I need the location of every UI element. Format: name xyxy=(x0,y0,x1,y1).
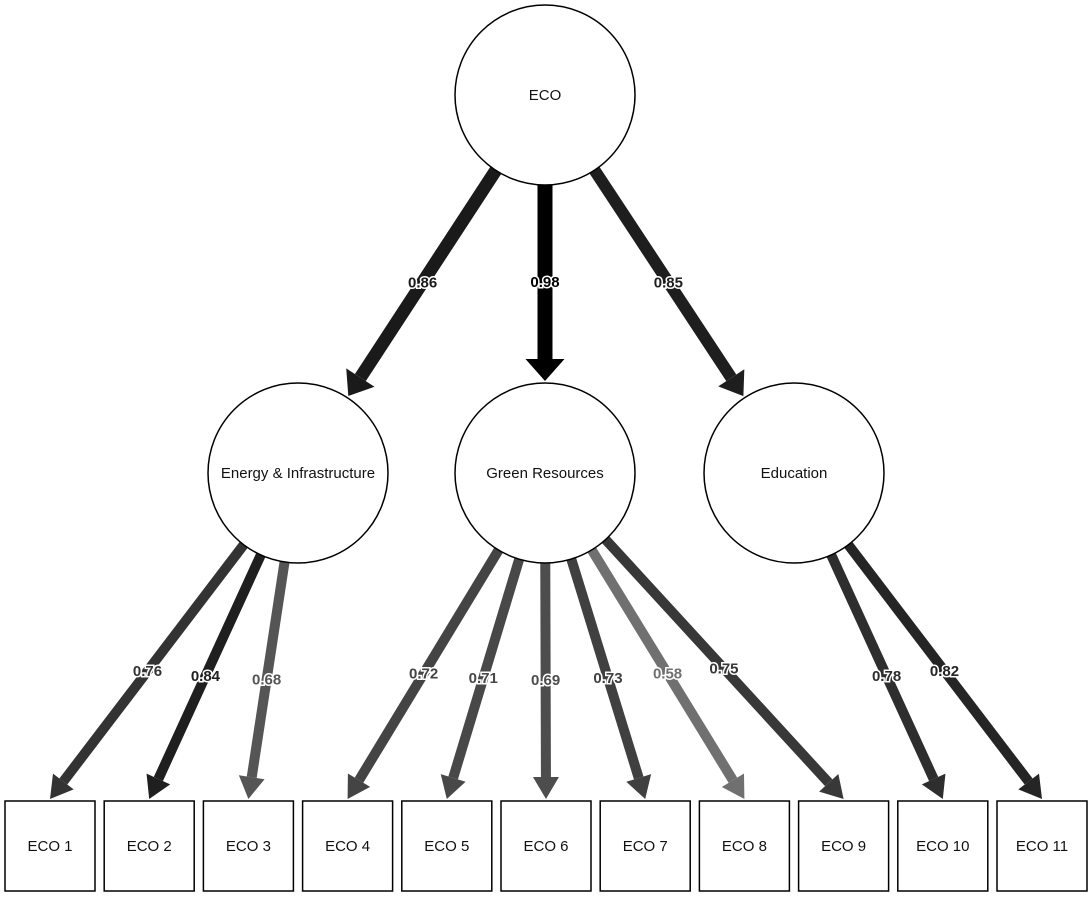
indicator-layer: ECO 1 ECO 2 ECO 3 ECO 4 ECO 5 ECO 6 ECO 7 ECO 8… xyxy=(4,800,1088,892)
path-eco-education-arrowhead xyxy=(718,369,745,397)
indicator-label: ECO 11 xyxy=(1016,838,1068,855)
path-green-indicator-9-loading-label: 0.75 xyxy=(709,661,738,678)
indicator-rect xyxy=(996,800,1088,892)
node-education-circle xyxy=(703,382,885,564)
edges-layer xyxy=(50,165,1042,799)
indicator-label: ECO 10 xyxy=(916,838,969,855)
indicator-box: ECO 4 xyxy=(301,800,394,892)
path-green-indicator-4-arrowhead xyxy=(347,773,371,799)
indicator-label: ECO 4 xyxy=(325,838,370,855)
path-green-indicator-8-line xyxy=(586,545,738,783)
path-green-indicator-9-arrowhead xyxy=(819,774,844,799)
indicator-box: ECO 8 xyxy=(698,800,791,892)
path-green-indicator-6-loading-label: 0.69 xyxy=(531,672,560,689)
path-eco-education-loading-label: 0.85 xyxy=(654,274,683,291)
indicator-box: ECO 9 xyxy=(797,800,890,892)
indicator-label: ECO 9 xyxy=(821,838,866,855)
indicator-rect xyxy=(599,800,691,892)
path-eco-green-arrowhead xyxy=(525,359,565,381)
path-green-indicator-9-line xyxy=(600,534,833,787)
path-green-indicator-8-loading-label: 0.58 xyxy=(653,666,682,683)
path-education-indicator-11-line xyxy=(843,540,1033,785)
path-energy-indicator-1-line xyxy=(59,540,249,785)
path-energy-indicator-3-loading-label: 0.68 xyxy=(252,672,281,689)
node-green-circle xyxy=(454,382,636,564)
path-green-indicator-8-arrowhead xyxy=(721,773,745,799)
node-energy: Energy & Infrastructure xyxy=(207,382,389,564)
indicator-box: ECO 10 xyxy=(897,800,989,892)
indicator-box: ECO 2 xyxy=(103,800,195,892)
indicator-rect xyxy=(401,800,493,892)
path-eco-education-line xyxy=(588,165,737,382)
edge-labels-layer: 0.86 0.98 0.85 0.76 0.84 0.68 0.72 0.71 0.69 0.73… xyxy=(131,273,960,691)
path-green-indicator-7-loading-label: 0.73 xyxy=(593,670,622,687)
path-eco-energy-line xyxy=(354,165,503,382)
indicator-box: ECO 3 xyxy=(202,800,295,892)
path-green-indicator-7-line xyxy=(565,555,644,780)
path-education-indicator-11-arrowhead xyxy=(1018,773,1042,799)
path-green-indicator-7-arrowhead xyxy=(626,774,652,799)
path-green-indicator-4-loading-label: 0.72 xyxy=(409,666,438,683)
node-education-label: Education xyxy=(761,465,828,482)
indicator-box: ECO 1 xyxy=(4,800,96,892)
indicator-label: ECO 7 xyxy=(623,838,668,855)
path-green-indicator-4-line xyxy=(354,545,504,783)
indicator-label: ECO 6 xyxy=(523,838,568,855)
path-eco-energy-arrowhead xyxy=(346,368,375,396)
indicator-rect xyxy=(4,800,96,892)
path-education-indicator-11-loading-label: 0.82 xyxy=(930,663,959,680)
indicator-label: ECO 1 xyxy=(27,838,72,855)
path-green-indicator-5-arrowhead xyxy=(440,774,466,799)
indicator-rect xyxy=(797,800,890,892)
path-energy-indicator-1-loading-label: 0.76 xyxy=(133,663,162,680)
path-energy-indicator-1-arrowhead xyxy=(50,773,74,799)
path-energy-indicator-3-arrowhead xyxy=(238,775,265,799)
indicator-rect xyxy=(897,800,989,892)
node-energy-circle xyxy=(207,382,389,564)
node-green-label: Green Resources xyxy=(486,465,604,482)
indicator-rect xyxy=(202,800,295,892)
indicator-box: ECO 7 xyxy=(599,800,691,892)
path-eco-energy-loading-label: 0.86 xyxy=(408,274,437,291)
path-energy-indicator-2-line xyxy=(153,551,267,782)
indicator-label: ECO 8 xyxy=(722,838,767,855)
path-energy-indicator-2-loading-label: 0.84 xyxy=(191,668,221,685)
nodes-layer: ECO Energy & Infrastructure Green Resour… xyxy=(4,4,1088,892)
path-energy-indicator-3-line xyxy=(246,559,290,779)
path-education-indicator-10-loading-label: 0.78 xyxy=(872,668,901,685)
node-eco-label: ECO xyxy=(529,87,562,104)
indicator-rect xyxy=(500,800,592,892)
node-eco: ECO xyxy=(454,4,636,186)
path-education-indicator-10-line xyxy=(825,551,939,782)
node-energy-label: Energy & Infrastructure xyxy=(221,465,375,482)
indicator-box: ECO 11 xyxy=(996,800,1088,892)
indicator-label: ECO 3 xyxy=(226,838,271,855)
indicator-label: ECO 5 xyxy=(424,838,469,855)
path-energy-indicator-2-arrowhead xyxy=(146,773,171,799)
path-green-indicator-6-arrowhead xyxy=(532,776,559,799)
path-green-indicator-5-loading-label: 0.71 xyxy=(469,670,498,687)
indicator-rect xyxy=(301,800,394,892)
indicator-box: ECO 5 xyxy=(401,800,493,892)
indicator-rect xyxy=(103,800,195,892)
node-green: Green Resources xyxy=(454,382,636,564)
indicator-rect xyxy=(698,800,791,892)
indicator-box: ECO 6 xyxy=(500,800,592,892)
node-eco-circle xyxy=(454,4,636,186)
path-green-indicator-6-line xyxy=(540,560,551,778)
indicator-label: ECO 2 xyxy=(127,838,172,855)
path-education-indicator-10-arrowhead xyxy=(921,773,946,799)
node-education: Education xyxy=(703,382,885,564)
path-green-indicator-5-line xyxy=(448,555,525,780)
path-eco-green-loading-label: 0.98 xyxy=(530,274,559,291)
